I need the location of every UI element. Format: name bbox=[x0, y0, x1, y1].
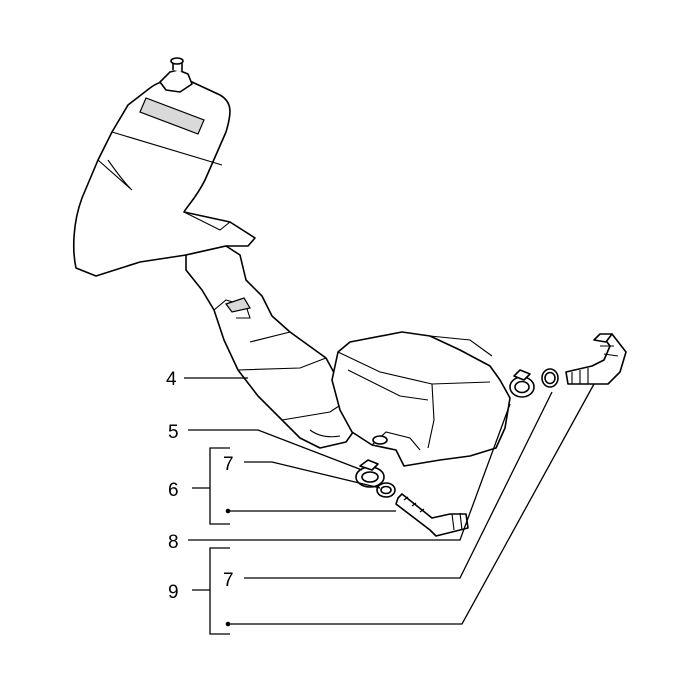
label-item-4: 4 bbox=[166, 369, 177, 390]
label-item-7-upper: 7 bbox=[223, 454, 234, 475]
leader-dot bbox=[225, 508, 231, 514]
bracket-6 bbox=[192, 447, 230, 525]
o-ring-7-lower bbox=[541, 368, 559, 388]
tank-neck-section bbox=[185, 245, 357, 449]
tank-upper-section bbox=[72, 57, 256, 277]
label-item-6: 6 bbox=[168, 480, 179, 501]
label-item-5: 5 bbox=[168, 422, 179, 443]
o-ring-7-upper bbox=[376, 482, 396, 498]
label-item-8: 8 bbox=[168, 532, 179, 553]
leader-lines bbox=[184, 377, 595, 625]
elbow-fitting-9 bbox=[565, 333, 627, 385]
label-item-9: 9 bbox=[168, 582, 179, 603]
leader-dot bbox=[225, 621, 231, 627]
tank-lower-reservoir bbox=[331, 331, 511, 467]
bracket-9 bbox=[192, 547, 230, 635]
hose-clamp-5 bbox=[355, 459, 385, 488]
elbow-fitting-8 bbox=[395, 493, 469, 537]
label-item-7-lower: 7 bbox=[223, 570, 234, 591]
hose-clamp-9 bbox=[509, 369, 535, 398]
